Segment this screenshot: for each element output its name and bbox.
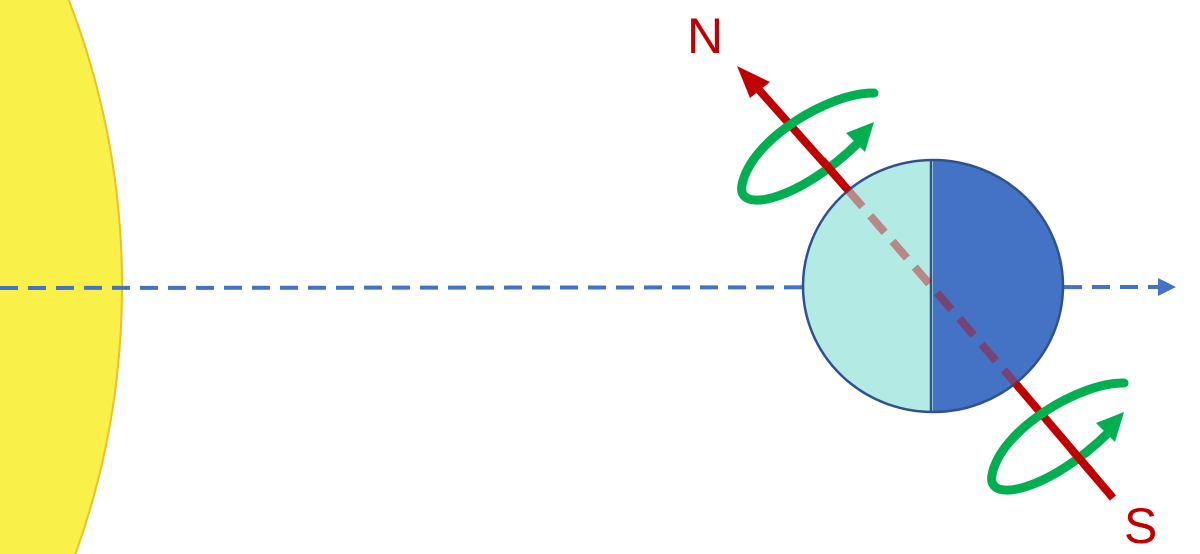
earth <box>801 158 1065 414</box>
earth-night-side <box>933 160 1063 412</box>
south-label: S <box>1124 498 1157 554</box>
south-rotation-arrow <box>987 378 1129 495</box>
orbit-arrowhead <box>1158 278 1176 296</box>
north-label: N <box>687 8 723 64</box>
earth-day-side <box>803 160 933 412</box>
sun <box>0 0 124 554</box>
sun-body <box>0 0 123 554</box>
north-arrowhead <box>737 66 770 98</box>
north-rotation-arrow <box>737 88 879 205</box>
sun-edge <box>67 0 124 554</box>
